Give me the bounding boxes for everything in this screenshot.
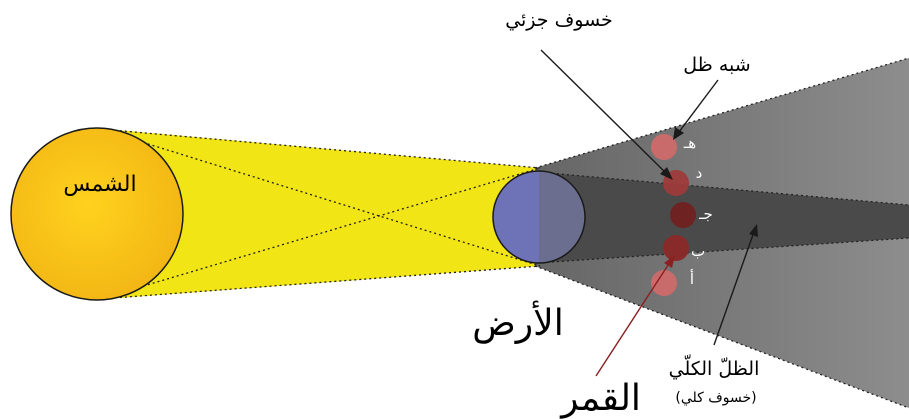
inner-tangent-b: [99, 167, 541, 300]
penumbra-label: شبه ظل: [683, 54, 750, 76]
penumbra-edge-bottom: [534, 265, 909, 409]
moon-label: القمر: [559, 378, 641, 419]
moon-position-c: [670, 202, 696, 228]
outer-tangent-top: [99, 128, 541, 169]
umbra-edge-bottom: [536, 237, 909, 264]
outer-tangent-bottom: [99, 265, 541, 300]
sunlight-cone: [95, 128, 540, 300]
inner-tangent-a: [99, 128, 541, 267]
umbra-arrow: [713, 224, 758, 346]
moon-label-e: هـ: [683, 134, 696, 152]
penumbra-arrow: [673, 79, 719, 140]
moon-arrow: [595, 255, 675, 377]
umbra-label: الظلّ الكلّي: [669, 355, 760, 380]
sun-disk: [10, 127, 184, 301]
moon-label-a: أ: [690, 269, 694, 288]
earth-label: الأرض: [472, 300, 563, 344]
partial-eclipse-arrow: [540, 49, 673, 180]
partial-eclipse-label: خسوف جزئي: [505, 9, 613, 31]
earth: [492, 170, 586, 264]
sun-label: الشمس: [63, 172, 136, 197]
umbra-note: (خسوف كلي): [675, 390, 756, 406]
umbra-edge-top: [536, 171, 909, 206]
moon-position-b: [663, 235, 689, 261]
moon-position-a: [651, 270, 677, 296]
moon-position-e: [651, 134, 677, 160]
moon-label-b: ب: [691, 242, 705, 260]
moon-label-d: د: [696, 164, 703, 182]
moon-label-c: جـ: [698, 205, 713, 223]
umbra-region: [537, 172, 909, 263]
